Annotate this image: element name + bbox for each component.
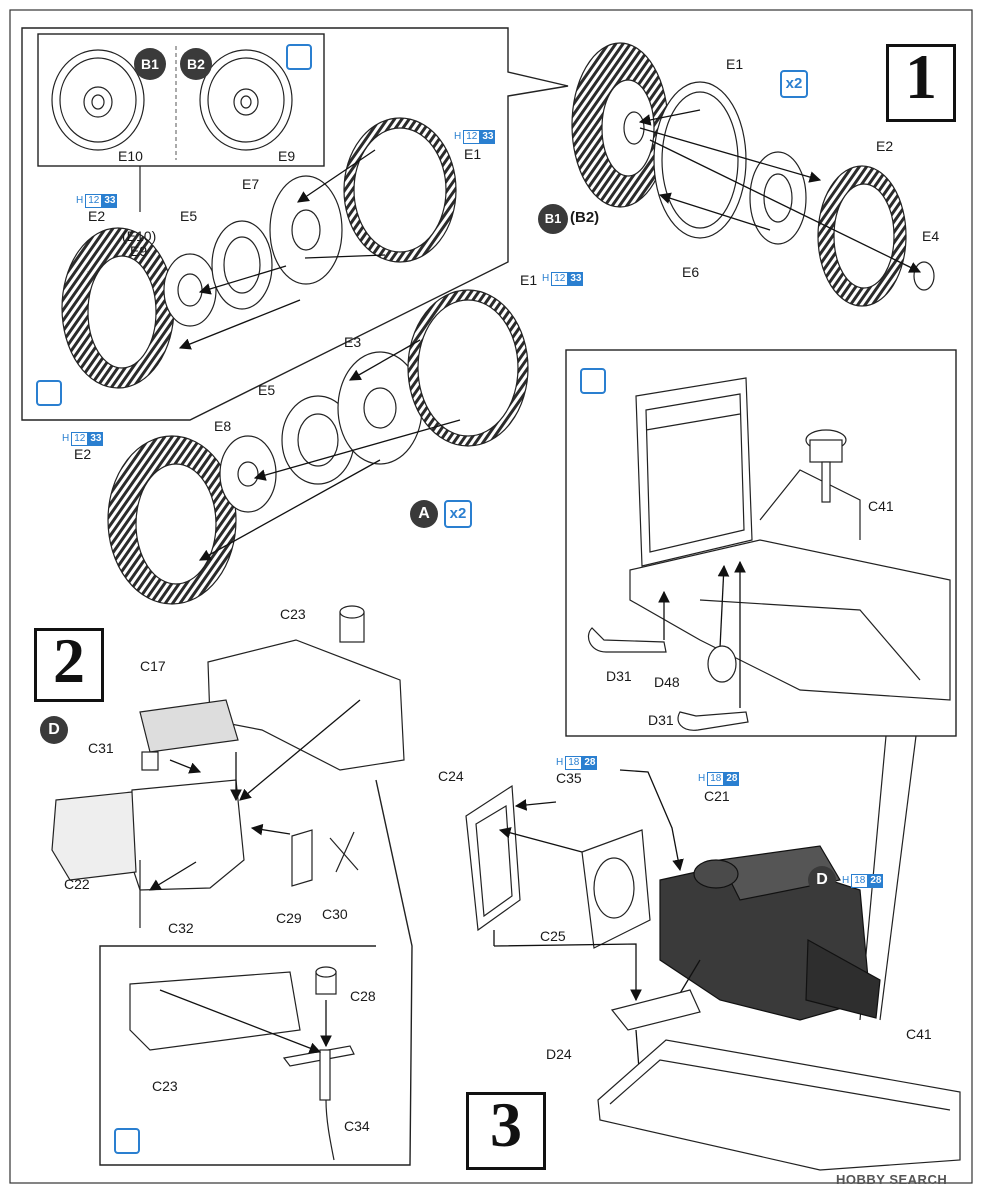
part-label-c41: C41 [906,1026,932,1042]
engine-painted-drawing [659,845,881,1021]
part-label-e5: E5 [180,208,198,224]
part-label-e1: E1 [464,146,482,162]
marker-b2: B2 [180,48,212,80]
marker-a: A [410,500,438,528]
part-label-e3: E3 [344,334,362,350]
part-label-e10: E10 [118,148,143,164]
part-label-c25: C25 [540,928,566,944]
bracket-d24-drawing [610,989,701,1031]
part-label-c31: C31 [88,740,114,756]
part-label-c23: C23 [280,606,306,622]
step-3-box: 3 [466,1092,546,1170]
part-label-e1: E1 [520,272,538,288]
paint-brush-icon [36,380,62,406]
part-label-d31: D31 [648,712,674,728]
paint-brush-icon [286,44,312,70]
upper-exploded-wheel [61,117,457,389]
marker-d-step3: D [808,866,836,894]
part-label-c34: C34 [344,1118,370,1134]
step2-sub-frame [99,779,413,1166]
part-label-c17: C17 [140,658,166,674]
step2-engine-drawing [51,605,405,928]
marker-b1: B1 [134,48,166,80]
part-label-d24: D24 [546,1046,572,1062]
part-label-c32: C32 [168,920,194,936]
part-label-e2: E2 [876,138,894,154]
step-1-box: 1 [886,44,956,122]
part-label-c35: C35 [556,770,582,786]
hobby-search-logo: HOBBY SEARCH [836,1172,948,1187]
part-label-d31: D31 [606,668,632,684]
marker-d-step2: D [40,716,68,744]
part-label-e5: E5 [258,382,276,398]
part-label-e6: E6 [682,264,700,280]
part-label-e1: E1 [726,56,744,72]
part-label-c21: C21 [704,788,730,804]
part-label-e9: E9 [130,243,148,259]
marker-b2-paren: (B2) [570,209,600,226]
frame-rail-drawing [597,1039,961,1171]
part-label-e7: E7 [242,176,260,192]
part-label-e9: E9 [278,148,296,164]
lower-exploded-wheel [107,289,529,605]
part-label-c28: C28 [350,988,376,1004]
part-label-e10-paren: (E10) [122,228,157,244]
part-label-c41: C41 [868,498,894,514]
part-label-c22: C22 [64,876,90,892]
assembled-wheel-drawing [571,42,935,307]
part-label-e2: E2 [88,208,106,224]
part-label-e4: E4 [922,228,940,244]
manifold-drawing [129,966,355,1161]
part-label-c30: C30 [322,906,348,922]
paint-brush-icon [580,368,606,394]
part-label-c23: C23 [152,1078,178,1094]
x2-quantity-icon: x2 [444,500,472,528]
step-2-box: 2 [34,628,104,702]
step1-callout-frame [21,27,569,421]
part-label-d48: D48 [654,674,680,690]
wheel-e10-drawing [51,49,145,151]
paint-brush-icon [114,1128,140,1154]
radiator-drawing [465,784,651,949]
chassis-drawing [629,377,951,701]
marker-b1-main: B1 [538,204,568,234]
part-label-e8: E8 [214,418,232,434]
part-label-c24: C24 [438,768,464,784]
x2-quantity-icon: x2 [780,70,808,98]
wheel-e9-drawing [199,49,293,151]
part-label-e2: E2 [74,446,92,462]
part-label-c29: C29 [276,910,302,926]
